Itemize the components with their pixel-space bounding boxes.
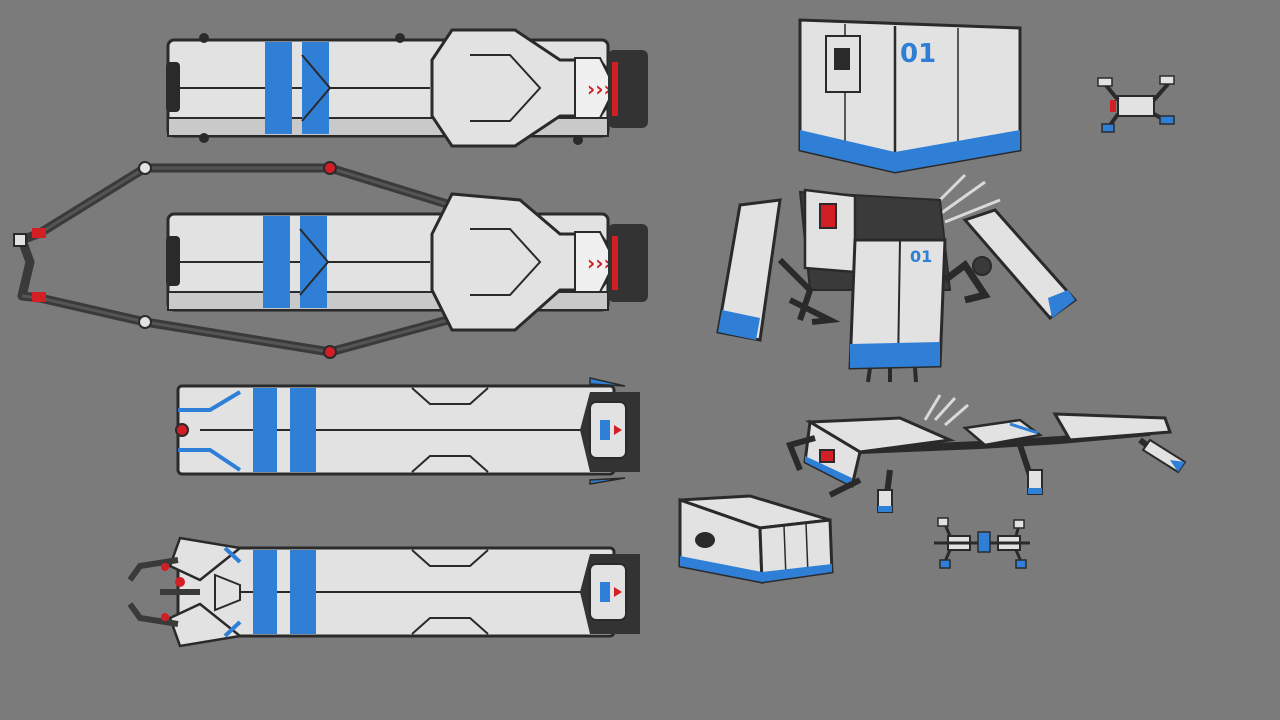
chevron-decal: ››› [587,77,612,101]
side-view-stowed: ››› [166,28,648,148]
unit-number-small-decal: 01 [910,247,932,266]
small-box [678,494,834,584]
chevron-decal-2: ››› [587,251,612,275]
drone-thumbnail-bottom [934,517,1030,569]
walker-form: 01 [716,173,1078,383]
unit-number-decal: 01 [900,39,936,69]
cube-form: 01 [798,18,1022,174]
top-view-closed [175,377,640,485]
side-view-arms-extended: ››› [13,161,648,359]
crawler-form [785,394,1187,513]
drone-thumbnail-top [1097,75,1175,133]
top-view-claws-open [127,536,640,648]
